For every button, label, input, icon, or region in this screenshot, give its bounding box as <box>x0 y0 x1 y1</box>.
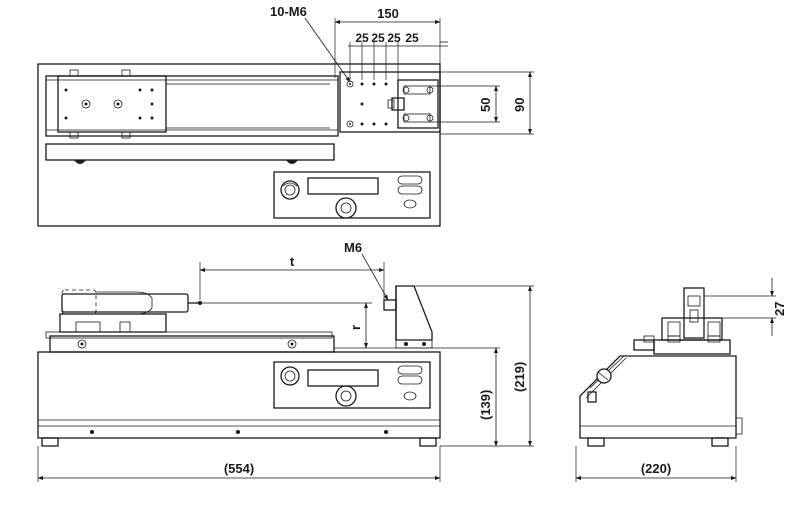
end-plate <box>339 71 441 133</box>
mounting-holes <box>346 80 388 128</box>
knob-icon <box>335 385 357 407</box>
grip-fixture-top <box>397 79 439 129</box>
control-panel-front <box>273 361 431 409</box>
button-icon <box>397 365 423 375</box>
power-switch-icon <box>280 180 300 200</box>
dim-depth-label: (220) <box>641 461 671 476</box>
dim-pitch-label: 25 <box>371 31 385 45</box>
carriage <box>57 75 167 133</box>
display-window <box>307 177 379 195</box>
dim-outer-label: 90 <box>512 98 527 112</box>
display-window <box>307 369 379 387</box>
control-panel-top <box>273 171 431 219</box>
dim-total-height-label: (219) <box>512 362 527 392</box>
scale-bar <box>45 143 335 161</box>
force-gauge <box>61 293 189 313</box>
dim-offset-label: r <box>348 325 363 330</box>
front-view: t M6 r (139) (219) (554) <box>37 240 534 482</box>
top-view: 150 25 25 25 25 10-M6 50 90 <box>37 4 534 227</box>
dim-inner-label: 50 <box>478 98 493 112</box>
thread-callout-top: 10-M6 <box>270 4 307 19</box>
power-switch-icon <box>280 366 300 386</box>
side-view: 27 (220) <box>575 278 787 482</box>
dim-travel-label: t <box>290 254 295 269</box>
button-icon <box>397 185 423 195</box>
guide-rail <box>45 75 339 137</box>
fixture-column <box>395 285 433 341</box>
knob-icon <box>335 197 357 219</box>
grip-fixture-side <box>683 287 705 339</box>
button-icon <box>397 175 423 185</box>
dim-pitch-label: 25 <box>405 31 419 45</box>
dim-fixture-label: 27 <box>772 302 787 316</box>
dim-length-label: (554) <box>224 461 254 476</box>
base-outline-front <box>37 351 441 439</box>
dim-pitch-label: 25 <box>355 31 369 45</box>
knob-icon <box>596 368 612 384</box>
dim-pitch-label: 25 <box>387 31 401 45</box>
dim-base-height-label: (139) <box>478 390 493 420</box>
base-outline-side <box>579 355 737 439</box>
thread-callout-front: M6 <box>344 240 362 255</box>
button-icon <box>397 375 423 385</box>
base-outline-top <box>37 63 441 227</box>
dim-width-label: 150 <box>377 6 399 21</box>
